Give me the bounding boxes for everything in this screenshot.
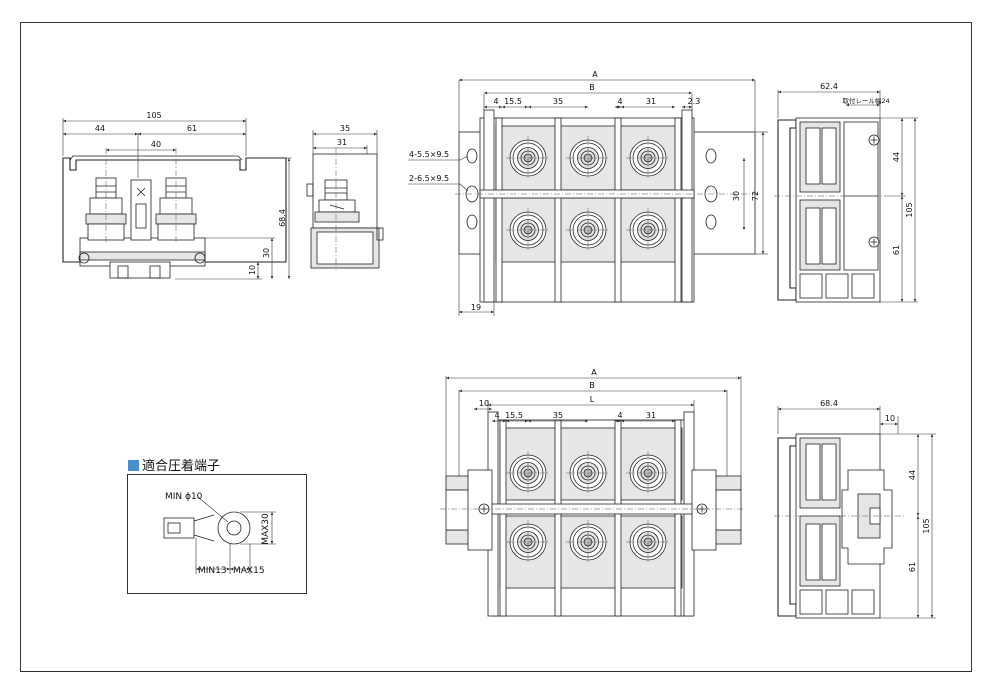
dim-30-top: 30	[732, 191, 741, 201]
end-view: 35 31	[306, 124, 384, 270]
dim-35: 35	[340, 124, 350, 133]
rail-width-label: 取付レール幅24	[842, 96, 889, 105]
drawing-frame	[20, 22, 972, 672]
crimp-max-tail: MAX15	[233, 566, 265, 576]
dim-15-5-bottom: 15.5	[505, 411, 523, 420]
dim-31-bottom: 31	[646, 411, 656, 420]
square-bullet-icon	[128, 460, 139, 471]
crimp-min-tail: MIN13	[198, 566, 227, 576]
dim-10: 10	[248, 265, 257, 275]
dim-19-top: 19	[471, 303, 481, 312]
dim-B-bottom: B	[589, 381, 595, 390]
dim-40: 40	[151, 140, 161, 149]
dim-A-bottom: A	[591, 368, 597, 377]
dim-44-rb: 44	[908, 470, 917, 480]
dim-68-4-rb: 68.4	[820, 399, 838, 408]
dim-31: 31	[337, 138, 347, 147]
dim-68-4: 68.4	[278, 209, 287, 227]
dim-30: 30	[262, 248, 271, 258]
dim-15-5-top: 15.5	[504, 97, 522, 106]
dim-L-bottom: L	[590, 395, 595, 404]
crimp-terminal-drawing: MIN ϕ10 MAX30 MIN13 MAX15	[163, 492, 276, 576]
right-top-view: 62.4 取付レール幅24 44 61 105	[774, 82, 918, 303]
dim-44-rt: 44	[892, 152, 901, 162]
dim-105: 105	[146, 111, 161, 120]
dim-B-top: B	[589, 83, 595, 92]
dim-35-bottom: 35	[553, 411, 563, 420]
dim-4a-top: 4	[493, 97, 498, 106]
dim-44: 44	[95, 124, 105, 133]
dim-10-rb: 10	[885, 414, 895, 423]
dim-105-rb: 105	[922, 518, 931, 533]
dim-61: 61	[187, 124, 197, 133]
dim-4b-top: 4	[617, 97, 622, 106]
dim-4a-bottom: 4	[494, 411, 499, 420]
dim-A-top: A	[592, 70, 598, 79]
right-bottom-view: 68.4 10 44 61 105	[774, 399, 936, 619]
note-hole-2: 2-6.5×9.5	[409, 174, 449, 183]
dim-2-3-top: 2.3	[688, 97, 701, 106]
crimp-min-dia: MIN ϕ10	[165, 492, 203, 502]
crimp-terminal-title: 適合圧着端子	[128, 455, 220, 474]
dim-61-rb: 61	[908, 562, 917, 572]
dim-10-bottom: 10	[479, 399, 489, 408]
dim-61-rt: 61	[892, 245, 901, 255]
dim-31-top: 31	[646, 97, 656, 106]
dim-4b-bottom: 4	[617, 411, 622, 420]
crimp-max-len: MAX30	[261, 513, 271, 545]
top-plan-view: A B 4 15.5 35 4 31 2.3 30 72 19 4-5.5×9.…	[408, 70, 768, 316]
dim-105-rt: 105	[905, 202, 914, 217]
crimp-terminal-box	[127, 474, 307, 594]
crimp-title-text: 適合圧着端子	[142, 459, 221, 474]
dim-62-4: 62.4	[820, 82, 838, 91]
dim-72-top: 72	[751, 191, 760, 201]
dim-35-top: 35	[553, 97, 563, 106]
note-hole-1: 4-5.5×9.5	[409, 150, 449, 159]
left-side-view: 105 44 61 40 68.4 30 10	[62, 111, 292, 280]
bottom-plan-view: A B L 10 4 15.5 35 4 31	[440, 368, 745, 617]
